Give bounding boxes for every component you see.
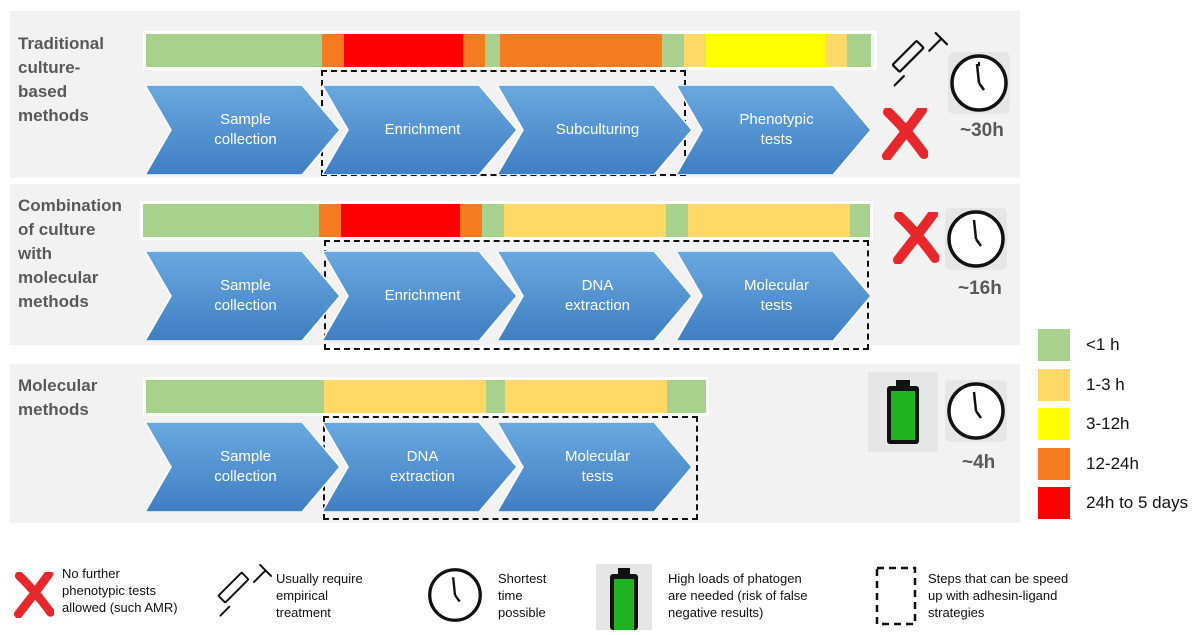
timeline-segment	[850, 204, 870, 237]
timeline-segment	[500, 34, 662, 67]
process-step-label: Molecular tests	[743, 277, 810, 314]
syringe-icon	[214, 564, 272, 627]
timeline-segment	[322, 34, 344, 67]
process-step-label: Sample collection	[214, 277, 277, 314]
process-step-arrow: Subculturing	[497, 85, 692, 175]
timeline-segment	[847, 34, 871, 67]
legend-swatch	[1038, 369, 1070, 401]
process-step-arrow: Sample collection	[145, 85, 340, 175]
timeline-segment	[662, 34, 684, 67]
syringe-icon	[888, 31, 949, 97]
timeline-segment	[485, 34, 500, 67]
time-label-combination: ~16h	[958, 278, 1002, 299]
process-step-label: DNA extraction	[389, 448, 456, 485]
battery-icon	[596, 564, 652, 635]
legend-label: 24h to 5 days	[1086, 493, 1189, 512]
timeline-segment	[344, 34, 463, 67]
process-step-label: Molecular tests	[564, 448, 631, 485]
row-label-molecular: Molecular methods	[18, 376, 98, 419]
timeline-segment	[504, 204, 666, 237]
legend-label: 12-24h	[1086, 454, 1139, 473]
process-step-label: Sample collection	[214, 111, 277, 148]
legend-swatch	[1038, 487, 1070, 519]
timeline-segment	[482, 204, 504, 237]
red-cross-icon	[893, 209, 940, 269]
timeline-segment	[146, 380, 324, 413]
legend-swatch	[1038, 408, 1070, 440]
process-step-arrow: Sample collection	[145, 251, 340, 341]
timeline-segment	[463, 34, 485, 67]
legend-label: 3-12h	[1086, 414, 1130, 433]
legend-label: <1 h	[1086, 335, 1120, 354]
key-high-loads: High loads of phatogen are needed (risk …	[668, 571, 808, 620]
legend-label: 1-3 h	[1086, 375, 1125, 394]
dashed-box-icon	[875, 566, 917, 631]
process-step-arrow: DNA extraction	[322, 422, 517, 512]
legend-swatch	[1038, 448, 1070, 480]
process-step-label: Enrichment	[384, 287, 461, 304]
timeline-segment	[505, 380, 667, 413]
timeline-segment	[684, 34, 706, 67]
process-step-arrow: Molecular tests	[676, 251, 871, 341]
process-step-arrow: Molecular tests	[497, 422, 692, 512]
clock-icon	[945, 208, 1007, 275]
timeline-bar-molecular	[143, 377, 709, 416]
process-step-label: Phenotypic tests	[739, 111, 814, 148]
process-step-arrow: Enrichment	[322, 251, 517, 341]
process-step-arrow: Enrichment	[322, 85, 517, 175]
key-empirical-treatment: Usually require empirical treatment	[276, 571, 363, 620]
timeline-bar-traditional	[143, 31, 877, 70]
row-label-combination: Combination of culture with molecular me…	[18, 196, 122, 311]
timeline-segment	[667, 380, 706, 413]
timeline-segment	[666, 204, 688, 237]
process-step-label: DNA extraction	[564, 277, 631, 314]
key-speedup-steps: Steps that can be speed up with adhesin-…	[928, 571, 1069, 620]
process-step-label: Sample collection	[214, 448, 277, 485]
clock-icon	[426, 566, 484, 629]
process-step-label: Enrichment	[384, 121, 461, 138]
red-cross-icon	[14, 569, 55, 623]
timeline-segment	[143, 204, 319, 237]
clock-icon	[945, 380, 1007, 447]
process-step-arrow: Phenotypic tests	[676, 85, 871, 175]
timeline-segment	[706, 34, 825, 67]
timeline-segment	[688, 204, 850, 237]
clock-icon	[948, 52, 1010, 119]
timeline-segment	[146, 34, 322, 67]
process-step-arrow: DNA extraction	[497, 251, 692, 341]
timeline-segment	[341, 204, 460, 237]
key-shortest-time: Shortest time possible	[498, 571, 547, 620]
timeline-segment	[825, 34, 847, 67]
key-no-further-tests: No further phenotypic tests allowed (suc…	[62, 566, 178, 615]
timeline-segment	[319, 204, 341, 237]
timeline-segment	[324, 380, 486, 413]
process-step-arrow: Sample collection	[145, 422, 340, 512]
timeline-segment	[460, 204, 482, 237]
process-step-label: Subculturing	[555, 121, 640, 138]
time-label-traditional: ~30h	[960, 120, 1004, 141]
battery-icon	[868, 372, 938, 457]
red-cross-icon	[882, 105, 929, 165]
row-label-traditional: Traditional culture- based methods	[18, 34, 104, 125]
time-label-molecular: ~4h	[962, 452, 996, 473]
timeline-segment	[486, 380, 505, 413]
timeline-bar-combination	[140, 201, 873, 240]
legend-swatch	[1038, 329, 1070, 361]
